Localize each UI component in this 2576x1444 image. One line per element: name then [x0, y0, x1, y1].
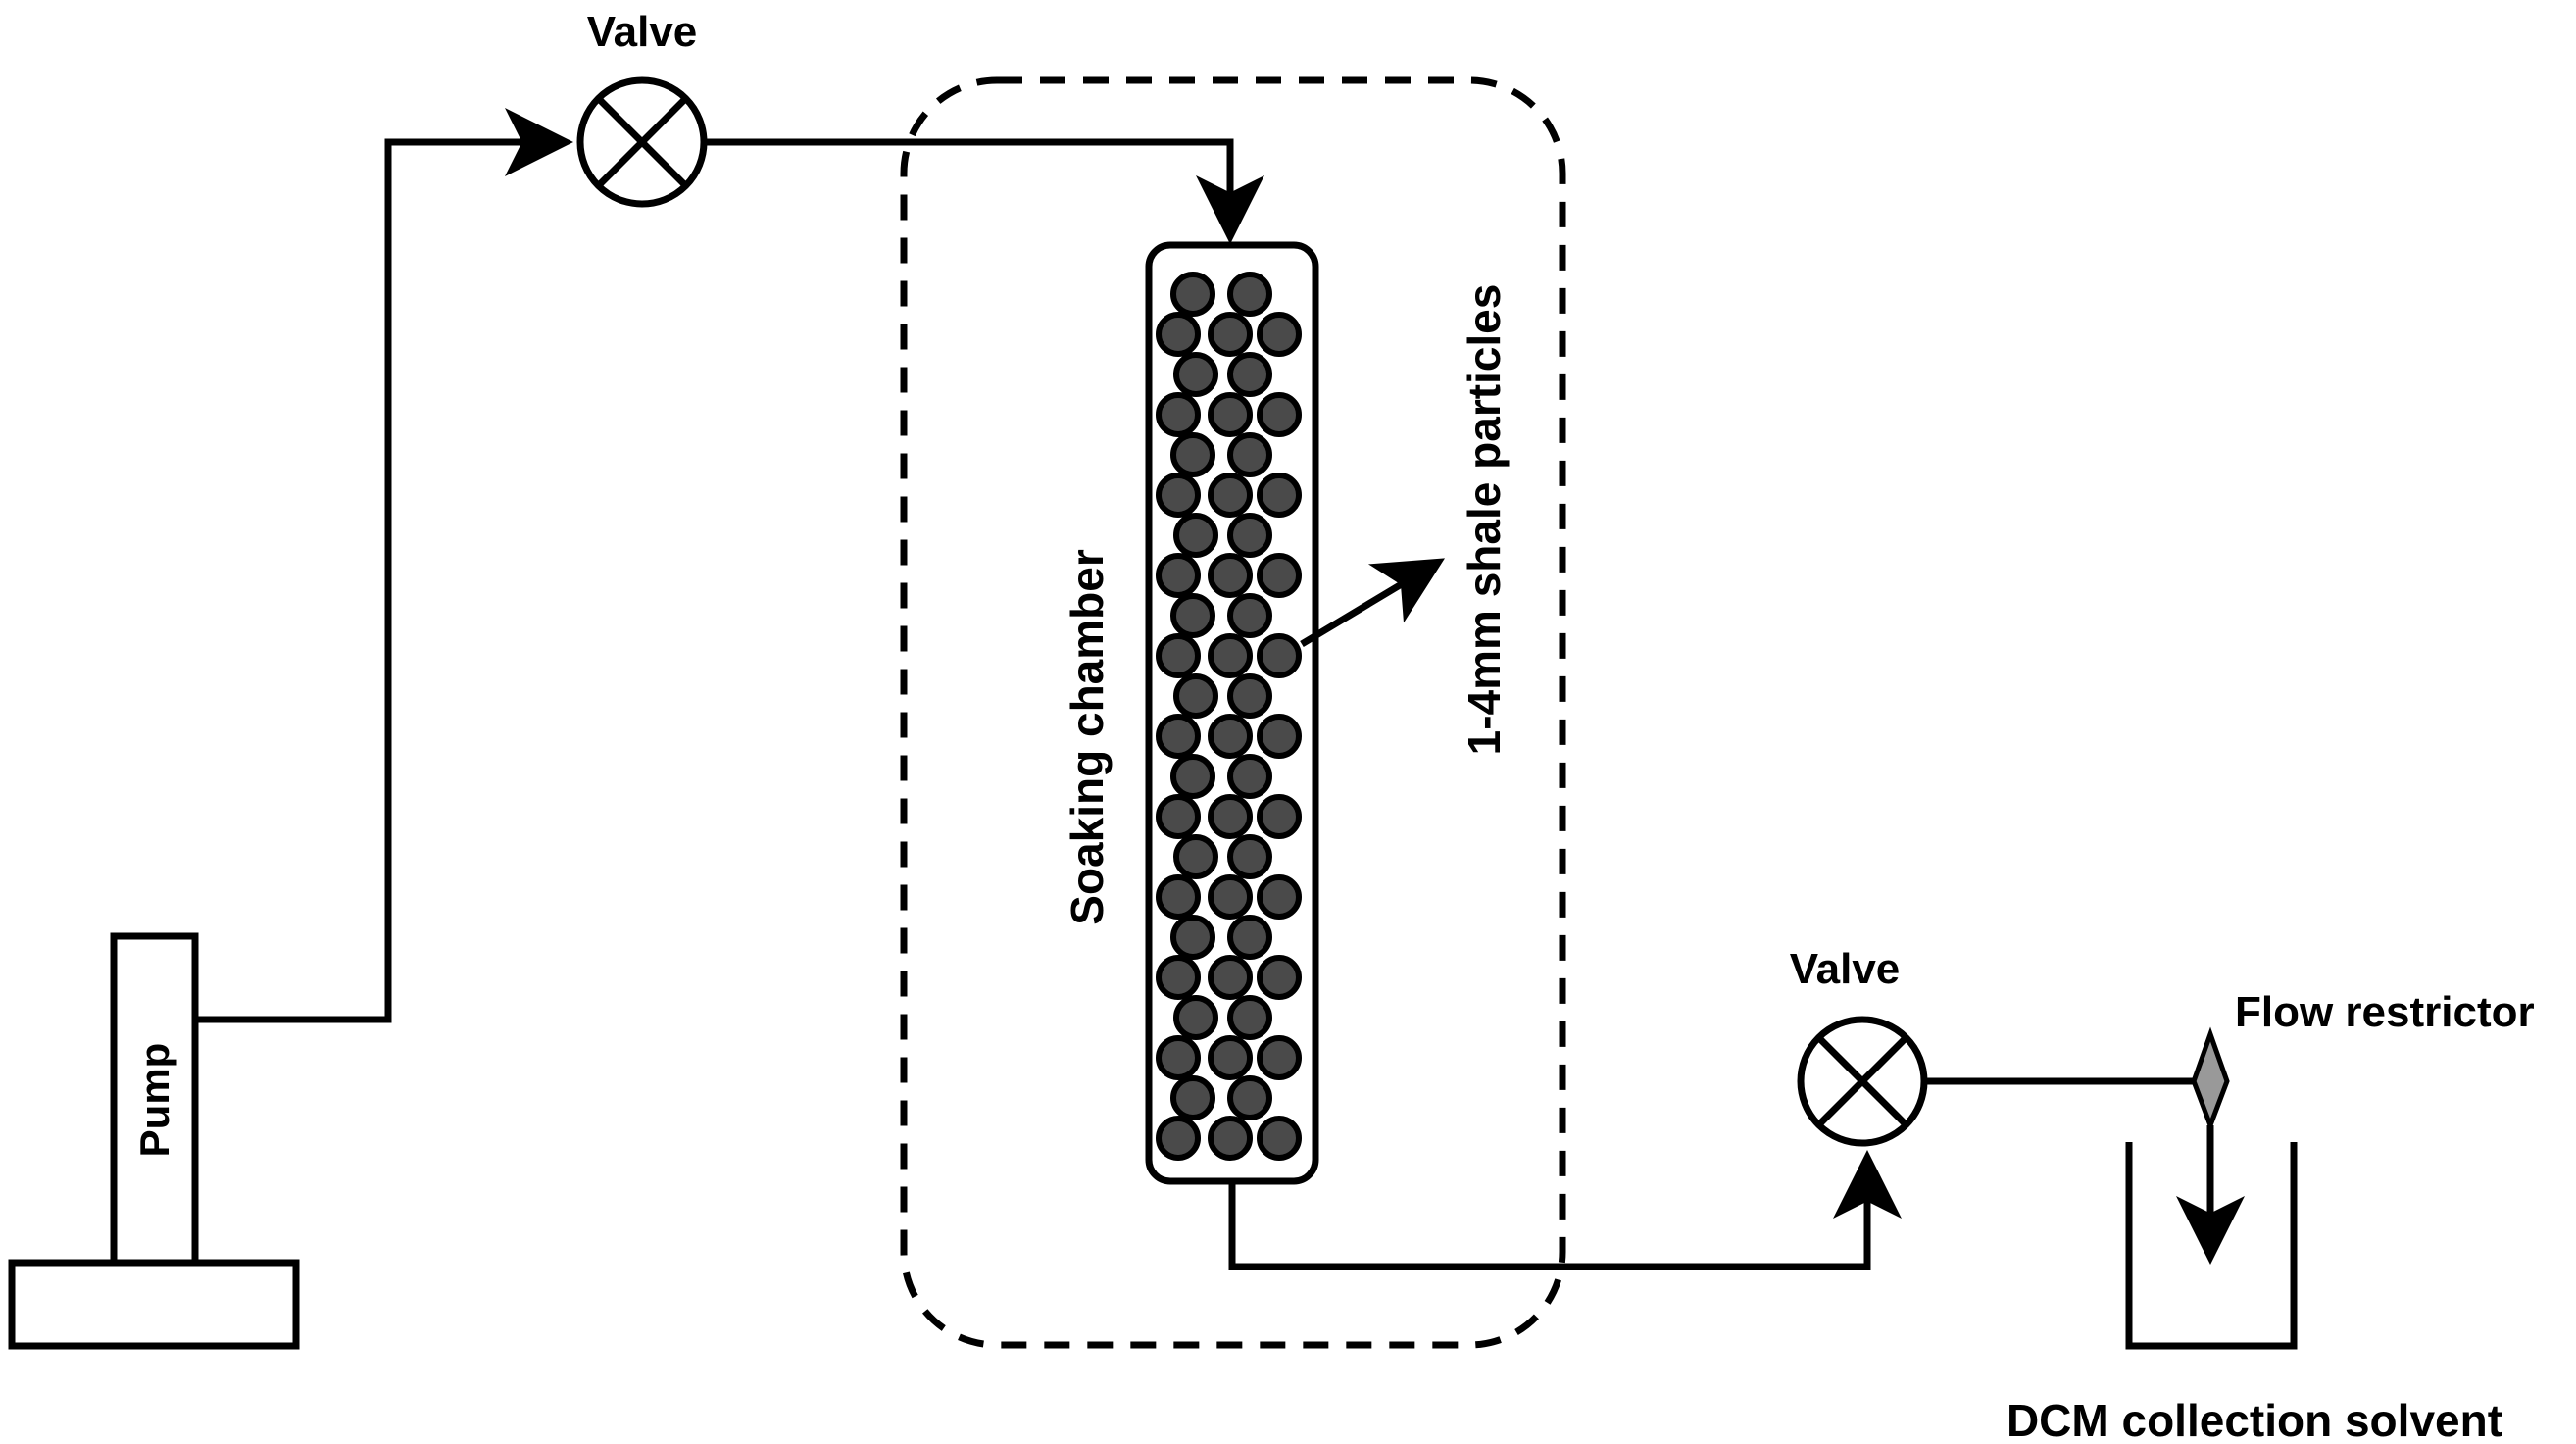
- shale-particle: [1170, 1075, 1215, 1120]
- shale-particle: [1170, 915, 1215, 960]
- shale-particle: [1257, 312, 1302, 357]
- shale-particle: [1156, 473, 1201, 518]
- pump-base: [8, 1259, 300, 1350]
- shale-particle: [1257, 794, 1302, 839]
- shale-particle: [1208, 1035, 1253, 1080]
- shale-particle: [1257, 553, 1302, 598]
- shale-particle: [1227, 272, 1272, 317]
- valve-top-label: Valve: [587, 8, 698, 56]
- shale-particle: [1156, 1035, 1201, 1080]
- collection-solvent-label: DCM collection solvent: [2006, 1395, 2502, 1444]
- shale-particles: [1156, 272, 1302, 1161]
- shale-particle: [1257, 955, 1302, 1000]
- shale-particle: [1156, 312, 1201, 357]
- shale-particle: [1170, 432, 1215, 477]
- shale-particle: [1257, 392, 1302, 437]
- shale-particle: [1156, 392, 1201, 437]
- shale-particle: [1227, 1075, 1272, 1120]
- valve-bottom: [1797, 1016, 1928, 1147]
- shale-particle: [1257, 1116, 1302, 1161]
- flow-restrictor: [2191, 1026, 2230, 1133]
- shale-particle: [1170, 754, 1215, 799]
- shale-particle: [1227, 352, 1272, 397]
- shale-particle: [1227, 432, 1272, 477]
- shale-particle: [1208, 473, 1253, 518]
- shale-particle: [1227, 754, 1272, 799]
- soaking-chamber-boundary: [900, 76, 1566, 1349]
- shale-particle: [1173, 834, 1218, 879]
- shale-particle: [1208, 312, 1253, 357]
- shale-particle: [1257, 633, 1302, 678]
- shale-particle: [1156, 633, 1201, 678]
- shale-particle: [1156, 794, 1201, 839]
- shale-particle: [1173, 673, 1218, 719]
- shale-particle: [1257, 874, 1302, 920]
- shale-particle: [1156, 874, 1201, 920]
- shale-particle: [1257, 714, 1302, 759]
- shale-particle: [1173, 352, 1218, 397]
- pump-body: [110, 932, 199, 1267]
- shale-particle: [1208, 794, 1253, 839]
- shale-particle: [1208, 392, 1253, 437]
- particle-pointer-arrow: [1300, 558, 1446, 648]
- shale-particle: [1227, 513, 1272, 558]
- flow-restrictor-label: Flow restrictor: [2235, 988, 2535, 1036]
- shale-particle: [1227, 915, 1272, 960]
- shale-particle: [1156, 1116, 1201, 1161]
- pipe-column-to-valve: [1228, 1150, 1902, 1270]
- shale-particle: [1173, 995, 1218, 1040]
- valve-bottom-label: Valve: [1790, 945, 1901, 993]
- shale-particle: [1156, 553, 1201, 598]
- shale-particle: [1227, 834, 1272, 879]
- shale-particle: [1208, 633, 1253, 678]
- shale-particles-label: 1-4mm shale particles: [1459, 284, 1510, 756]
- shale-particle: [1227, 995, 1272, 1040]
- pump-label: Pump: [131, 1043, 177, 1158]
- shale-particle: [1170, 593, 1215, 638]
- shale-particle: [1156, 714, 1201, 759]
- collection-beaker: [2125, 1142, 2298, 1350]
- shale-particle: [1208, 955, 1253, 1000]
- shale-particle: [1170, 272, 1215, 317]
- shale-particle: [1173, 513, 1218, 558]
- shale-particle: [1227, 673, 1272, 719]
- shale-particle: [1156, 955, 1201, 1000]
- valve-top: [576, 76, 708, 208]
- pipe-valve-to-column: [704, 138, 1264, 244]
- pipe-pump-to-valve: [195, 108, 573, 1023]
- shale-particle: [1208, 553, 1253, 598]
- shale-particle: [1257, 1035, 1302, 1080]
- shale-particle: [1208, 714, 1253, 759]
- soaking-chamber-label: Soaking chamber: [1062, 549, 1113, 925]
- shale-particle: [1208, 1116, 1253, 1161]
- shale-particle: [1257, 473, 1302, 518]
- shale-particle: [1208, 874, 1253, 920]
- shale-particle: [1227, 593, 1272, 638]
